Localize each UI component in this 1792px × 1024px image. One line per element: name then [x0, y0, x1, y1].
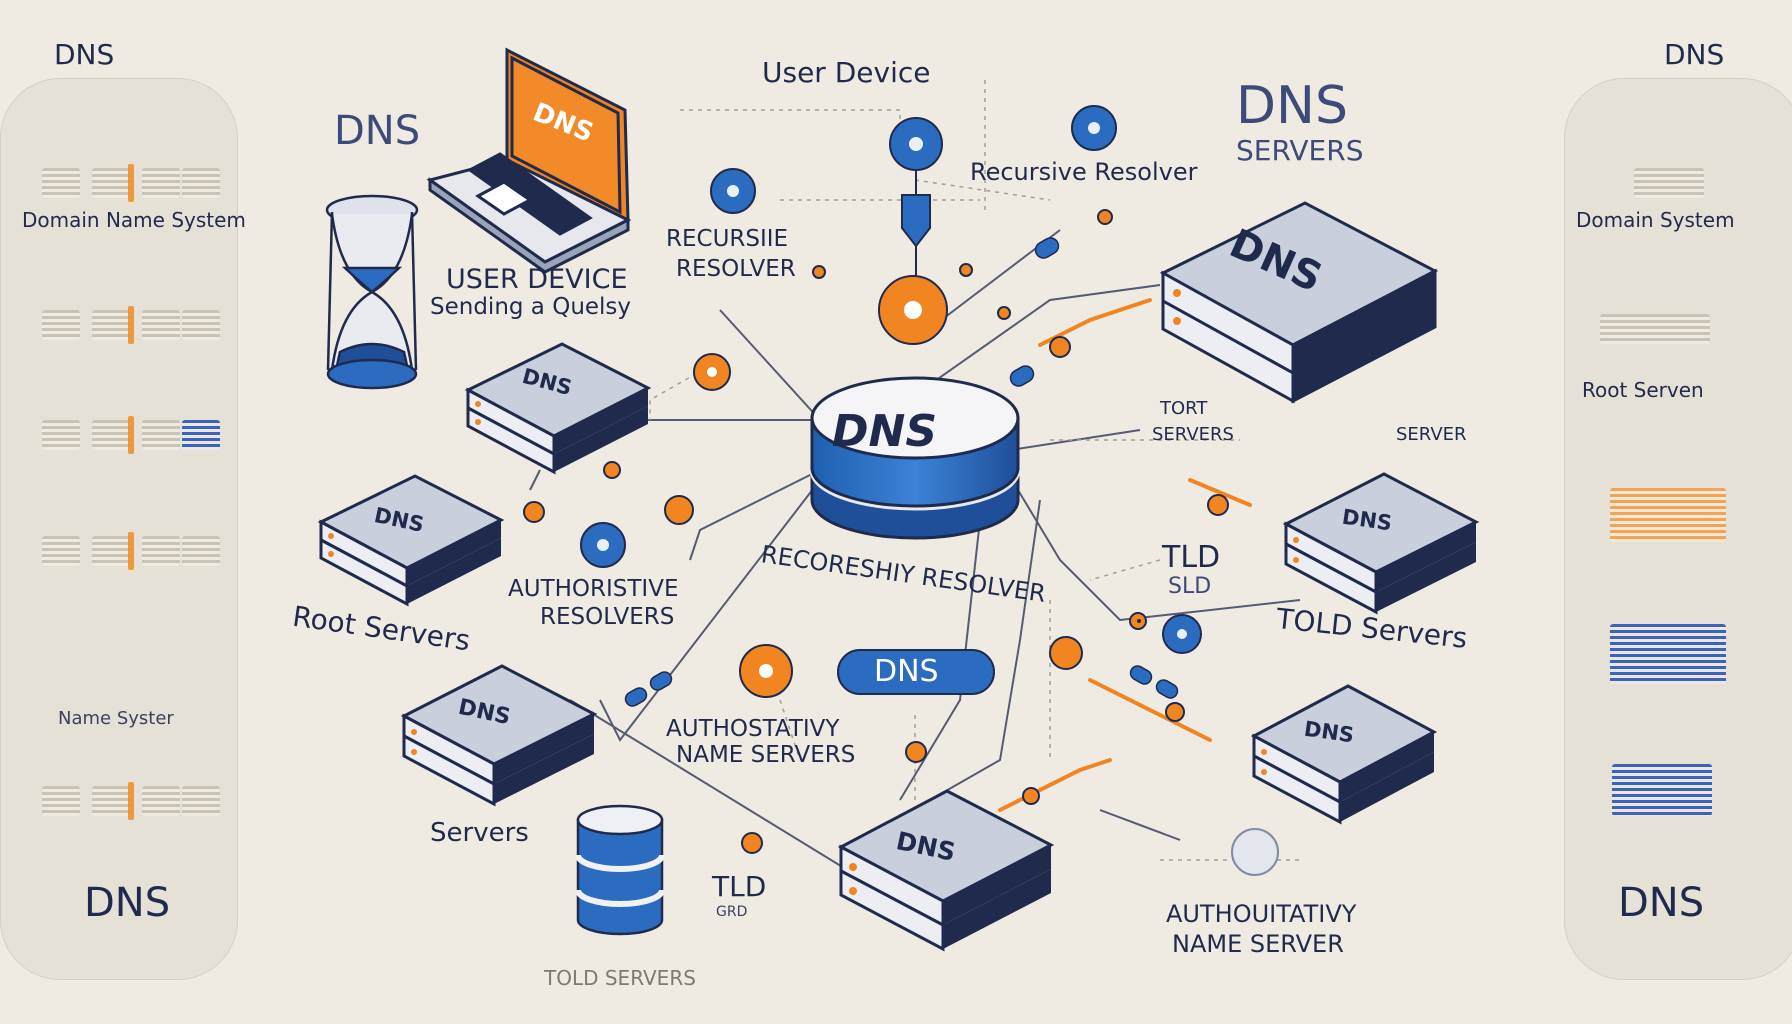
- corner-label-top-left: DNS: [54, 38, 115, 71]
- connection-lines: [529, 229, 1301, 891]
- dns-server-left: [317, 474, 505, 607]
- hourglass: [325, 194, 419, 390]
- dns-pill-shape: [837, 649, 995, 695]
- authoritative-name-server-2: NAME SERVER: [1172, 930, 1344, 958]
- dns-server-top-right: [1159, 201, 1439, 404]
- pen-connector: [901, 170, 931, 276]
- blue-chain-links: [624, 237, 1179, 707]
- dns-server-right-lower: [1250, 684, 1438, 825]
- laptop: [426, 47, 632, 274]
- central-database: [809, 376, 1021, 540]
- recursive-resolver-left-2: RESOLVER: [676, 256, 796, 282]
- user-device-caption-2: Sending a Quelsy: [430, 294, 632, 320]
- dns-server-bottom-center: [837, 789, 1055, 952]
- dns-server-center-left: [464, 342, 652, 475]
- authoritative-name-server-1: AUTHOUITATIVY: [1166, 900, 1357, 928]
- dashed-guides: [649, 80, 1300, 861]
- tort-servers-2: SERVERS: [1152, 424, 1234, 445]
- grey-node: [1231, 828, 1279, 876]
- told-servers-bottom: TOLD SERVERS: [544, 966, 696, 990]
- dns-servers-title: DNS: [1236, 76, 1348, 136]
- authoritive-resolvers-2: RESOLVERS: [540, 604, 675, 630]
- left-panel-item-5-label: Name Syster: [58, 708, 174, 729]
- dns-servers-sub: SERVERS: [1236, 134, 1364, 167]
- left-panel-rack-2: [42, 306, 222, 344]
- center-db-label: DNS: [832, 406, 938, 457]
- tld-sld-1: TLD: [1162, 540, 1221, 575]
- dns-server-bottom-left: [400, 664, 598, 807]
- user-device-caption-1: USER DEVICE: [446, 264, 628, 295]
- recursive-resolver-top-label: Recursive Resolver: [970, 158, 1198, 186]
- left-panel-item-1-label: Domain Name System: [22, 208, 246, 232]
- right-panel-rack-1: [1634, 164, 1704, 202]
- server-label: SERVER: [1396, 424, 1467, 445]
- left-panel: [0, 78, 238, 980]
- corner-label-top-right: DNS: [1664, 38, 1725, 71]
- right-panel-rack-5: [1612, 760, 1712, 816]
- left-panel-footer: DNS: [84, 880, 171, 926]
- servers-label: Servers: [430, 818, 529, 848]
- tld-bottom-1: TLD: [712, 870, 767, 903]
- small-database: [575, 804, 665, 936]
- left-panel-rack-3: [42, 416, 222, 454]
- tort-servers-1: TORT: [1160, 398, 1208, 419]
- authoritative-name-servers-1: AUTHOSTATIVY: [666, 716, 840, 742]
- right-panel-item-2-label: Root Serven: [1582, 378, 1704, 402]
- tld-bottom-2: GRD: [716, 904, 748, 920]
- user-device-top-label: User Device: [762, 56, 931, 89]
- dns-pill-label: DNS: [874, 654, 939, 689]
- right-panel-rack-4: [1610, 620, 1726, 684]
- tld-sld-2: SLD: [1168, 574, 1212, 599]
- header-dns-label: DNS: [334, 108, 421, 154]
- right-panel-rack-2: [1600, 310, 1710, 348]
- authoritative-name-servers-2: NAME SERVERS: [676, 742, 856, 768]
- authoritive-resolvers-1: AUTHORISTIVE: [508, 576, 679, 602]
- dns-server-right-middle: [1282, 472, 1480, 615]
- left-panel-rack-1: [42, 164, 222, 202]
- right-panel-footer: DNS: [1618, 880, 1705, 926]
- right-panel-item-1-label: Domain System: [1576, 208, 1735, 232]
- right-panel-rack-3: [1610, 484, 1726, 542]
- left-panel-rack-4: [42, 532, 222, 570]
- left-panel-rack-5: [42, 782, 222, 820]
- recursive-resolver-left-1: RECURSIIE: [666, 226, 789, 252]
